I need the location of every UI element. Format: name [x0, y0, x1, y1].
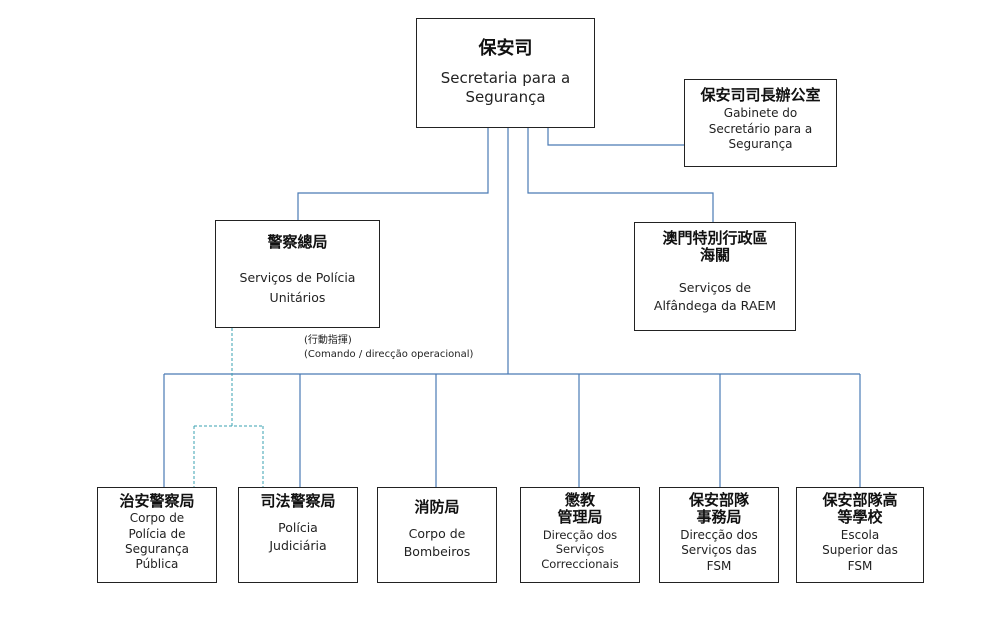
- connector-secretaria-to-alfandega: [527, 128, 714, 222]
- node-servicos-correccionais: 懲教 管理局 Direcção dos Serviços Correcciona…: [520, 487, 640, 583]
- node-pt-label: Serviços de Alfândega da RAEM: [653, 279, 777, 314]
- node-corpo-bombeiros: 消防局 Corpo de Bombeiros: [377, 487, 497, 583]
- node-pt-label: Corpo de Polícia de Segurança Pública: [124, 511, 190, 572]
- node-zh-label: 澳門特別行政區 海關: [662, 229, 768, 265]
- annotation-zh: (行動指揮): [304, 335, 352, 346]
- node-pt-label: Serviços de Polícia Unitários: [239, 270, 356, 305]
- node-secretaria-seguranca: 保安司 Secretaria para a Segurança: [416, 18, 595, 128]
- connector-secretaria-to-gabinete: [547, 128, 685, 146]
- node-servicos-alfandega: 澳門特別行政區 海關 Serviços de Alfândega da RAEM: [634, 222, 796, 331]
- node-gabinete-secretario: 保安司司長辦公室 Gabinete do Secretário para a S…: [684, 79, 837, 167]
- annotation-pt: (Comando / direcção operacional): [304, 348, 474, 360]
- node-policia-judiciaria: 司法警察局 Polícia Judiciária: [238, 487, 358, 583]
- connector-secretaria-to-psp: [297, 128, 489, 220]
- node-zh-label: 保安部隊高 等學校: [822, 491, 898, 527]
- node-pt-label: Corpo de Bombeiros: [403, 526, 471, 560]
- node-esfsm: 保安部隊高 等學校 Escola Superior das FSM: [796, 487, 924, 583]
- node-servicos-policia-unitarios: 警察總局 Serviços de Polícia Unitários: [215, 220, 380, 328]
- node-pt-label: Gabinete do Secretário para a Segurança: [708, 106, 813, 152]
- node-dsfsm: 保安部隊 事務局 Direcção dos Serviços das FSM: [659, 487, 779, 583]
- node-zh-label: 懲教 管理局: [557, 491, 603, 527]
- node-zh-label: 保安司司長辦公室: [700, 86, 821, 104]
- node-pt-label: Polícia Judiciária: [269, 520, 327, 554]
- node-pt-label: Escola Superior das FSM: [822, 527, 898, 573]
- node-pt-label: Secretaria para a Segurança: [440, 68, 571, 107]
- node-zh-label: 保安部隊 事務局: [688, 491, 749, 527]
- node-zh-label: 保安司: [478, 38, 533, 59]
- node-zh-label: 治安警察局: [119, 492, 195, 510]
- node-zh-label: 消防局: [414, 498, 460, 516]
- node-zh-label: 警察總局: [267, 233, 328, 251]
- node-pt-label: Direcção dos Serviços das FSM: [680, 527, 758, 573]
- node-zh-label: 司法警察局: [260, 492, 336, 510]
- node-cpsp: 治安警察局 Corpo de Polícia de Segurança Públ…: [97, 487, 217, 583]
- operational-command-note: (行動指揮) (Comando / direcção operacional): [304, 334, 473, 361]
- node-pt-label: Direcção dos Serviços Correccionais: [541, 527, 619, 572]
